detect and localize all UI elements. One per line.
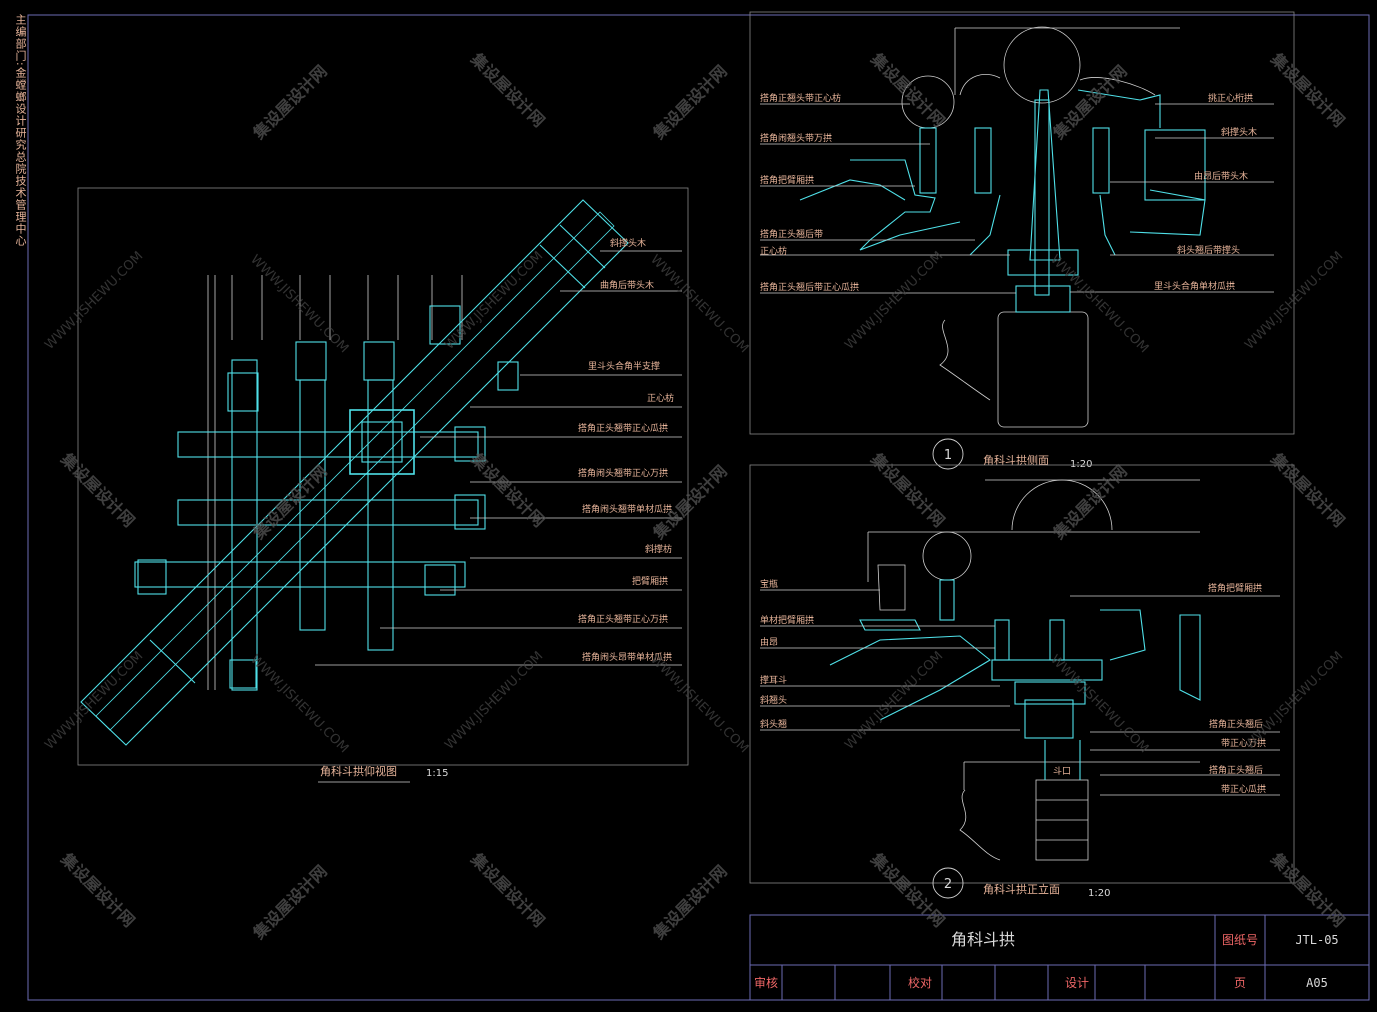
proofread-label: 校对 xyxy=(908,975,932,990)
plan-view-scale: 1:15 xyxy=(426,768,448,779)
page-no: A05 xyxy=(1306,976,1328,990)
watermark: WWW.JISHEWU.COM xyxy=(42,649,146,753)
section-view-labels-right: 挑正心桁拱 斜撑头木 由昂后带头木 斜头翘后带撑头 里斗头合角单材瓜拱 xyxy=(1154,92,1257,292)
section-label: 搭角正头翘后带 xyxy=(760,228,823,240)
section-label: 正心枋 xyxy=(760,245,787,257)
section-view-border xyxy=(749,11,1295,435)
section-view-title: 角科斗拱侧面 xyxy=(983,453,1049,467)
elevation-label: 宝瓶 xyxy=(760,578,778,590)
elevation-view-number: 2 xyxy=(944,877,952,892)
watermark: 集设屋设计网 xyxy=(466,49,548,131)
watermark: 集设屋设计网 xyxy=(649,62,731,144)
elevation-label: 撑耳斗 xyxy=(760,674,787,686)
elevation-label: 搭角正头翘后 xyxy=(1209,718,1263,730)
watermark: 集设屋设计网 xyxy=(1266,49,1348,131)
watermark: WWW.JISHEWU.COM xyxy=(247,652,351,756)
elevation-label: 由昂 xyxy=(760,636,778,648)
section-label: 斜头翘后带撑头 xyxy=(1177,244,1240,256)
plan-label: 里斗头合角半支撑 xyxy=(588,360,660,372)
plan-view-title: 角科斗拱仰视图 xyxy=(320,764,397,778)
watermark: WWW.JISHEWU.COM xyxy=(842,649,946,753)
elevation-label: 带正心万拱 xyxy=(1221,737,1266,749)
watermark: WWW.JISHEWU.COM xyxy=(247,252,351,356)
watermark: 集设屋设计网 xyxy=(56,449,138,531)
section-view-number: 1 xyxy=(944,448,952,463)
plan-label: 正心枋 xyxy=(647,392,674,404)
title-block xyxy=(749,914,1370,1001)
watermark: WWW.JISHEWU.COM xyxy=(647,652,751,756)
section-label: 搭角正翘头带正心枋 xyxy=(760,92,841,104)
elevation-view: 宝瓶 单材把臂厢拱 由昂 撑耳斗 斜翘头 斜头翘 搭角把臂厢拱 搭角正头翘后 带… xyxy=(749,464,1295,899)
plan-view-border xyxy=(77,187,689,766)
elevation-label: 搭角正头翘后 xyxy=(1209,764,1263,776)
watermark: 集设屋设计网 xyxy=(1266,849,1348,931)
elevation-view-border xyxy=(749,464,1295,884)
drawing-no: JTL-05 xyxy=(1295,933,1338,947)
section-label: 斜撑头木 xyxy=(1221,126,1257,138)
watermark-layer: 集设屋设计网 集设屋设计网 集设屋设计网 集设屋设计网 集设屋设计网 集设屋设计… xyxy=(42,49,1348,944)
elevation-label: 单材把臂厢拱 xyxy=(760,614,814,626)
plan-label: 搭角正头翘带正心万拱 xyxy=(578,613,668,625)
page-label: 页 xyxy=(1234,976,1246,990)
elevation-label: 带正心瓜拱 xyxy=(1221,783,1266,795)
plan-label: 斜撑头木 xyxy=(610,237,646,249)
section-label: 搭角闹翘头带万拱 xyxy=(760,132,832,144)
drawing-no-label: 图纸号 xyxy=(1222,933,1258,947)
section-label: 搭角把臂厢拱 xyxy=(760,174,814,186)
section-label: 搭角正头翘后带正心瓜拱 xyxy=(760,281,859,293)
section-label: 挑正心桁拱 xyxy=(1208,92,1253,104)
watermark: 集设屋设计网 xyxy=(249,862,331,944)
section-view-scale: 1:20 xyxy=(1070,459,1092,470)
watermark: 集设屋设计网 xyxy=(1049,62,1131,144)
watermark: 集设屋设计网 xyxy=(466,449,548,531)
section-view-labels-left: 搭角正翘头带正心枋 搭角闹翘头带万拱 搭角把臂厢拱 搭角正头翘后带 正心枋 搭角… xyxy=(760,92,859,293)
watermark: 集设屋设计网 xyxy=(1266,449,1348,531)
elevation-view-labels-right: 搭角把臂厢拱 搭角正头翘后 带正心万拱 搭角正头翘后 带正心瓜拱 xyxy=(1208,582,1266,795)
watermark: 集设屋设计网 xyxy=(56,849,138,931)
elevation-label: 斜翘头 xyxy=(760,694,787,706)
plan-label: 搭角闹头翘带正心万拱 xyxy=(578,467,668,479)
plan-label: 搭角闹头昂带单材瓜拱 xyxy=(582,651,672,663)
plan-label: 斜撑枋 xyxy=(645,543,672,555)
watermark: WWW.JISHEWU.COM xyxy=(42,249,146,353)
plan-view: 斜撑头木 曲角后带头木 里斗头合角半支撑 正心枋 搭角正头翘带正心瓜拱 搭角闹头… xyxy=(77,187,689,783)
section-label: 由昂后带头木 xyxy=(1194,170,1248,182)
watermark: 集设屋设计网 xyxy=(1049,462,1131,544)
plan-label: 曲角后带头木 xyxy=(600,279,654,291)
plan-label: 把臂厢拱 xyxy=(632,575,668,587)
watermark: 集设屋设计网 xyxy=(866,849,948,931)
plan-view-labels: 斜撑头木 曲角后带头木 里斗头合角半支撑 正心枋 搭角正头翘带正心瓜拱 搭角闹头… xyxy=(578,237,674,663)
watermark: 集设屋设计网 xyxy=(249,462,331,544)
elevation-view-labels-left: 宝瓶 单材把臂厢拱 由昂 撑耳斗 斜翘头 斜头翘 xyxy=(760,578,814,730)
watermark: 集设屋设计网 xyxy=(866,449,948,531)
sidebar-note: 主编部门:金螳螂设计研究总院技术管理中心 xyxy=(14,14,27,247)
watermark: WWW.JISHEWU.COM xyxy=(442,649,546,753)
plan-label: 搭角闹头翘带单材瓜拱 xyxy=(582,503,672,515)
section-view: 搭角正翘头带正心枋 搭角闹翘头带万拱 搭角把臂厢拱 搭角正头翘后带 正心枋 搭角… xyxy=(749,11,1295,470)
watermark: 集设屋设计网 xyxy=(649,862,731,944)
review-label: 审核 xyxy=(754,975,778,990)
elevation-label: 搭角把臂厢拱 xyxy=(1208,582,1262,594)
elevation-view-scale: 1:20 xyxy=(1088,888,1110,899)
section-label: 里斗头合角单材瓜拱 xyxy=(1154,280,1235,292)
watermark: WWW.JISHEWU.COM xyxy=(842,249,946,353)
watermark: 集设屋设计网 xyxy=(249,62,331,144)
plan-label: 搭角正头翘带正心瓜拱 xyxy=(578,422,668,434)
design-label: 设计 xyxy=(1065,976,1089,990)
watermark: 集设屋设计网 xyxy=(466,849,548,931)
watermark: WWW.JISHEWU.COM xyxy=(1047,252,1151,356)
elevation-label-bottom: 斗口 xyxy=(1053,766,1071,777)
elevation-view-title: 角科斗拱正立面 xyxy=(983,882,1060,896)
elevation-label: 斜头翘 xyxy=(760,718,787,730)
drawing-name: 角科斗拱 xyxy=(951,930,1015,949)
watermark: WWW.JISHEWU.COM xyxy=(647,252,751,356)
watermark: WWW.JISHEWU.COM xyxy=(442,249,546,353)
sheet-frame xyxy=(27,14,1370,1001)
